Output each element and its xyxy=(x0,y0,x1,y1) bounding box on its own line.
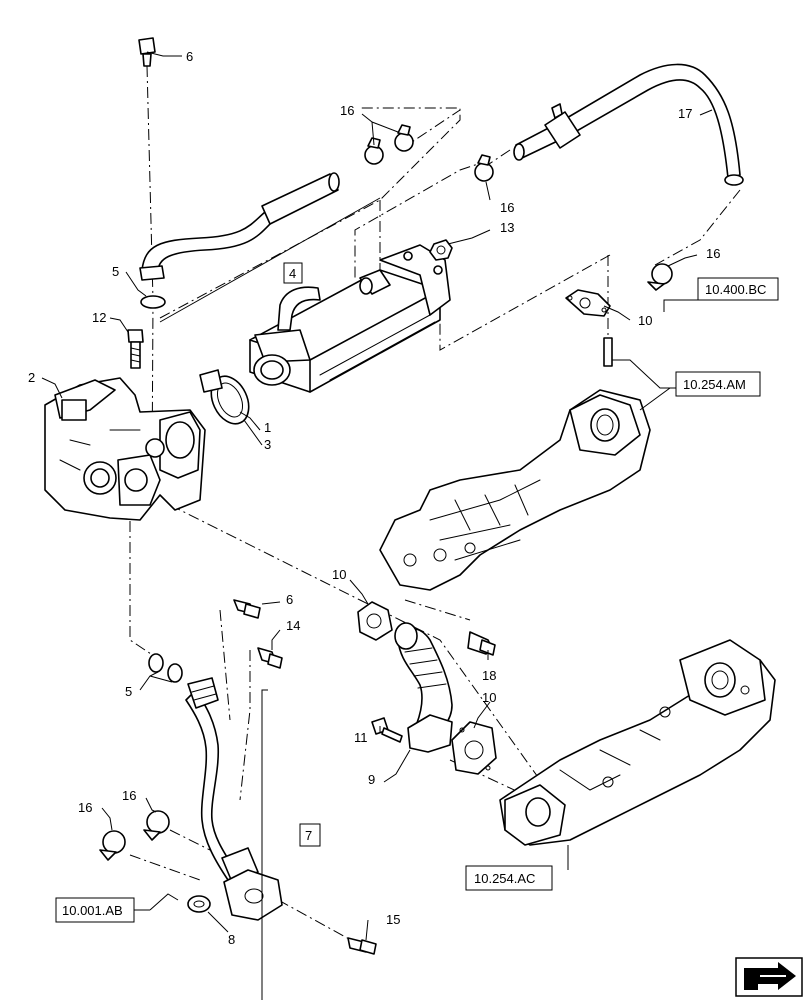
callout-6-lower: 6 xyxy=(286,592,293,607)
callout-9: 9 xyxy=(368,772,375,787)
gasket-10-top xyxy=(565,289,611,317)
callout-box-4 xyxy=(283,262,303,284)
callout-6-top: 6 xyxy=(186,49,193,64)
nut-13 xyxy=(429,239,453,261)
callout-1: 1 xyxy=(264,420,271,435)
gasket-8 xyxy=(187,895,211,913)
bolt-6-top xyxy=(138,37,156,67)
clamp-3 xyxy=(199,369,250,425)
group-brackets xyxy=(159,197,381,1000)
callout-box-4-label: 4 xyxy=(289,266,296,281)
callout-3: 3 xyxy=(264,437,271,452)
callout-16-top: 16 xyxy=(340,103,354,118)
egr-cooler-1 xyxy=(249,244,451,393)
reference-boxes: 10.400.BC 10.254.AM 10.254.AC 10.001.AB xyxy=(55,277,779,923)
callout-10-mid: 10 xyxy=(332,567,346,582)
gasket-10-middle xyxy=(357,601,393,641)
leader-lines xyxy=(41,51,713,941)
callout-2: 2 xyxy=(28,370,35,385)
callout-10-lower: 10 xyxy=(482,690,496,705)
arrow-nav-icon[interactable] xyxy=(735,957,803,997)
bolt-18 xyxy=(467,631,496,656)
callout-11: 11 xyxy=(354,730,368,745)
clamp-16-right xyxy=(647,263,673,291)
o-rings-5-lower xyxy=(148,653,183,683)
callout-15: 15 xyxy=(386,912,400,927)
stud-upper xyxy=(603,337,613,367)
clamps-16-lower xyxy=(99,810,170,861)
callout-16-mid: 16 xyxy=(500,200,514,215)
callout-numbers: 6 5 12 2 16 16 17 13 16 10 1 3 4 10 6 14… xyxy=(28,49,720,947)
bolt-14 xyxy=(257,647,283,669)
bolt-6-lower xyxy=(233,599,261,619)
assembly-lines xyxy=(129,65,741,946)
ref-box-10-254-ac xyxy=(465,865,553,891)
ref-box-10-400-bc xyxy=(697,277,779,301)
callout-13: 13 xyxy=(500,220,514,235)
callout-8: 8 xyxy=(228,932,235,947)
callout-box-7-label: 7 xyxy=(305,828,312,843)
ref-10-254-ac: 10.254.AC xyxy=(474,871,535,886)
egr-valve xyxy=(44,377,206,521)
bolt-12 xyxy=(127,329,144,369)
clamps-16-top xyxy=(364,124,494,182)
callout-5-lower: 5 xyxy=(125,684,132,699)
ref-box-10-254-am xyxy=(675,371,761,397)
intake-manifold-upper xyxy=(379,389,651,591)
egr-tube-4 xyxy=(139,172,340,309)
callout-17: 17 xyxy=(678,106,692,121)
egr-tube-9 xyxy=(394,622,453,753)
ref-box-10-001-ab xyxy=(55,897,135,923)
ref-10-400-bc: 10.400.BC xyxy=(705,282,766,297)
callout-16-lower-b: 16 xyxy=(122,788,136,803)
egr-tube-7 xyxy=(185,677,283,921)
gasket-10-lower xyxy=(451,721,497,775)
callout-10-top: 10 xyxy=(638,313,652,328)
exhaust-manifold-lower xyxy=(499,639,776,846)
callout-16-right: 16 xyxy=(706,246,720,261)
coolant-tube-17 xyxy=(513,63,744,186)
callout-14: 14 xyxy=(286,618,300,633)
bolt-11 xyxy=(371,717,403,743)
ref-10-001-ab: 10.001.AB xyxy=(62,903,123,918)
callout-18: 18 xyxy=(482,668,496,683)
ref-10-254-am: 10.254.AM xyxy=(683,377,746,392)
callout-16-lower-a: 16 xyxy=(78,800,92,815)
callout-5-top: 5 xyxy=(112,264,119,279)
callout-12: 12 xyxy=(92,310,106,325)
callout-box-7 xyxy=(299,823,321,847)
bolt-15 xyxy=(347,937,377,955)
